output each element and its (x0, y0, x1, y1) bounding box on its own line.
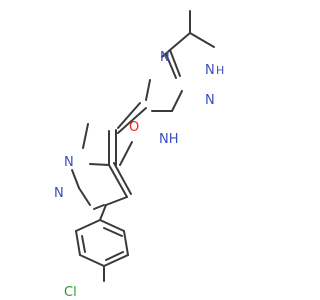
chlorine-atom-label: Cl (64, 285, 77, 300)
triazole-n-h-label: N (205, 63, 215, 78)
bond (93, 204, 105, 210)
bond (89, 163, 110, 166)
oxygen-atom-label: O (129, 120, 139, 135)
molecule-structure: O NH N H N N N N Cl (54, 10, 224, 300)
amide-nh-label: NH (159, 132, 179, 147)
bond (71, 169, 80, 189)
bond (169, 49, 181, 77)
bond (119, 141, 133, 166)
bond (113, 162, 132, 195)
atom-labels: O NH N H N N N N Cl (54, 50, 224, 300)
bond (99, 204, 107, 221)
bond (79, 254, 105, 267)
bond-lines (71, 10, 215, 282)
bond (171, 90, 183, 112)
bond (123, 230, 129, 256)
pyrazole-n2-label: N (54, 186, 64, 201)
triazole-n-top-label: N (160, 50, 170, 65)
bond (82, 123, 89, 149)
bond (75, 219, 101, 232)
bond (75, 230, 81, 256)
bond (117, 107, 147, 134)
bond (161, 49, 171, 58)
molecule-diagram: O NH N H N N N N Cl (54, 10, 224, 300)
bond (103, 227, 123, 237)
pyrazole-n1-label: N (64, 155, 74, 170)
bond (165, 53, 177, 79)
bond (81, 235, 86, 253)
bond (169, 32, 191, 51)
bond (105, 196, 128, 206)
triazole-n-lower-label: N (205, 93, 215, 108)
bond (78, 187, 91, 206)
bond (145, 79, 151, 101)
bond (189, 32, 215, 48)
bond (99, 219, 125, 232)
bond (108, 164, 128, 198)
bond (117, 102, 141, 129)
bond (105, 251, 124, 261)
triazole-h-label: H (216, 64, 224, 77)
bond (103, 254, 129, 267)
